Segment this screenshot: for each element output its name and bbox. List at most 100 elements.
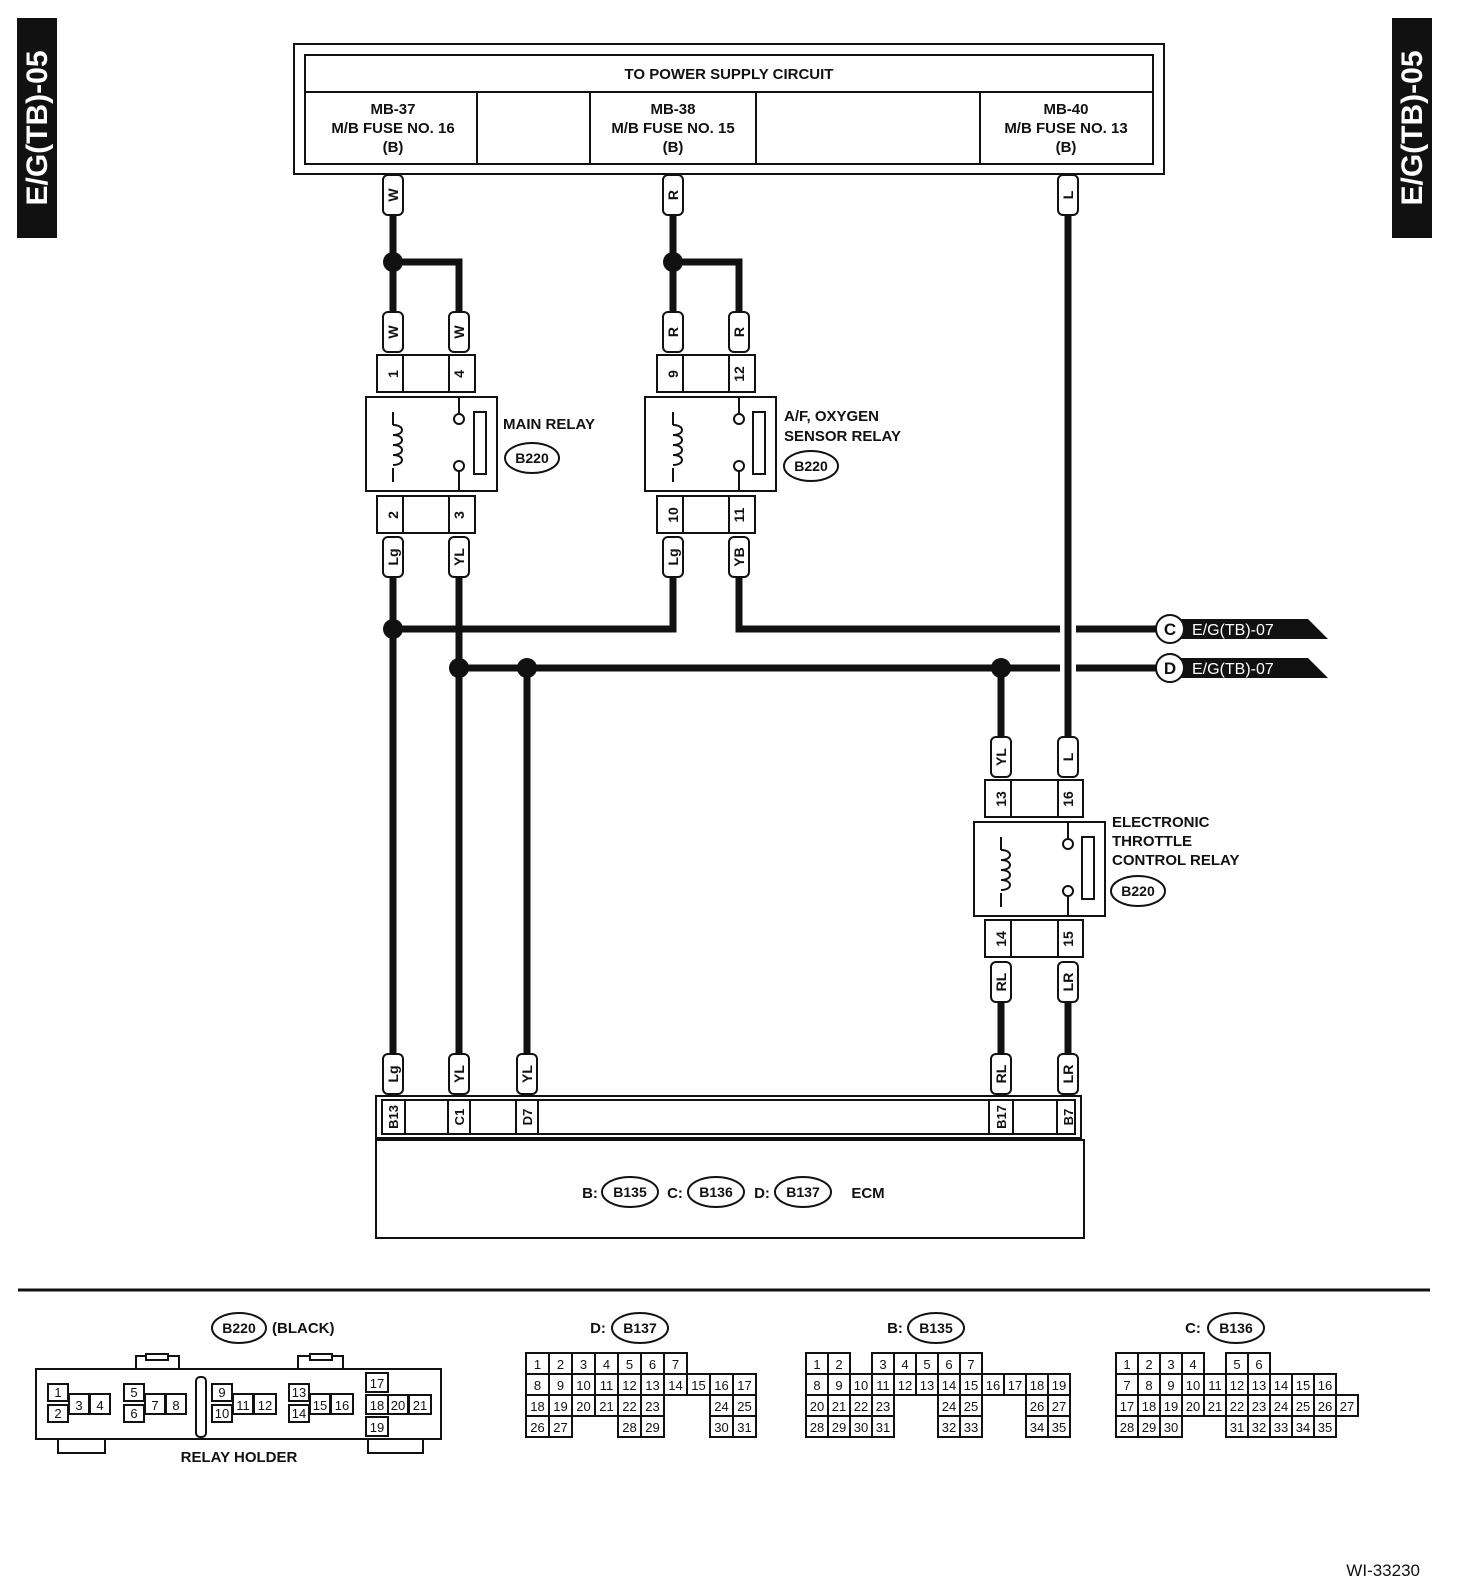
svg-text:RL: RL xyxy=(993,972,1009,991)
pin-cell xyxy=(1335,1394,1359,1417)
wire-tag-yl-ecm-c1: YL xyxy=(448,1053,470,1095)
ref-d: D E/G(TB)-07 xyxy=(1155,653,1328,683)
pin-number: 31 xyxy=(737,1420,751,1435)
svg-text:Lg: Lg xyxy=(665,548,681,565)
relay-holder-pin: 18 xyxy=(370,1398,384,1413)
wire-tag-rl-pin14: RL xyxy=(990,961,1012,1003)
pin-number: 21 xyxy=(599,1399,613,1414)
pin-number: 20 xyxy=(810,1399,824,1414)
junction-dots xyxy=(383,252,1011,678)
pin-number: 12 xyxy=(1230,1378,1244,1393)
pin-number: 23 xyxy=(876,1399,890,1414)
relay-holder-cell xyxy=(211,1383,233,1402)
wire-tag-r-top: R xyxy=(662,174,684,216)
svg-text:C:: C: xyxy=(1185,1320,1201,1337)
pin-number: 16 xyxy=(714,1378,728,1393)
pin-number: 29 xyxy=(645,1420,659,1435)
pin-number: 26 xyxy=(1318,1399,1332,1414)
pin-number: 21 xyxy=(832,1399,846,1414)
pin-number: 4 xyxy=(603,1357,610,1372)
pin-number: 1 xyxy=(1123,1357,1130,1372)
pin-number: 32 xyxy=(942,1420,956,1435)
relay-holder-pin: 6 xyxy=(130,1406,137,1421)
pin-number: 13 xyxy=(920,1378,934,1393)
wire-tag-r-pin9: R xyxy=(662,311,684,353)
pin-number: 6 xyxy=(945,1357,952,1372)
pin-number: 12 xyxy=(622,1378,636,1393)
svg-text:Lg: Lg xyxy=(385,1065,401,1082)
pin-number: 11 xyxy=(876,1378,890,1393)
wire-tag-r-pin12: R xyxy=(728,311,750,353)
etc-relay-label-1: ELECTRONIC xyxy=(1112,814,1210,831)
pin-number: 4 xyxy=(1189,1357,1196,1372)
wire-tag-w-top: W xyxy=(382,174,404,216)
svg-text:YL: YL xyxy=(451,1065,467,1083)
fuse-13-label: M/B FUSE NO. 13 xyxy=(1004,120,1127,137)
pin-number: 23 xyxy=(645,1399,659,1414)
pin-number: 28 xyxy=(1120,1420,1134,1435)
ecm-pin-b17: B17 xyxy=(994,1105,1009,1129)
ecm-pin-b13: B13 xyxy=(386,1105,401,1129)
pin-number: 11 xyxy=(1208,1378,1222,1393)
ecm-pin-d7: D7 xyxy=(520,1109,535,1126)
pin-number: 22 xyxy=(1230,1399,1244,1414)
pin-label: 1 xyxy=(385,370,401,378)
pin-number: 9 xyxy=(835,1378,842,1393)
svg-text:R: R xyxy=(665,327,681,337)
ref-c-text: E/G(TB)-07 xyxy=(1192,622,1274,639)
svg-text:L: L xyxy=(1060,190,1076,199)
ecm-conn-b137: B137 xyxy=(786,1184,820,1200)
pin-label: 3 xyxy=(451,511,467,519)
pin-label: 9 xyxy=(665,370,681,378)
pin-number: 35 xyxy=(1052,1420,1066,1435)
ref-c: C E/G(TB)-07 xyxy=(1155,614,1328,644)
relay-holder-connector: B220 xyxy=(222,1320,256,1336)
wire-tag-lg-ecm: Lg xyxy=(382,1053,404,1095)
pin-number: 5 xyxy=(626,1357,633,1372)
pin-number: 17 xyxy=(1120,1399,1134,1414)
pin-number: 20 xyxy=(1186,1399,1200,1414)
pin-number: 18 xyxy=(1142,1399,1156,1414)
pin-number: 25 xyxy=(737,1399,751,1414)
relay-holder-pin: 3 xyxy=(75,1398,82,1413)
main-relay-label: MAIN RELAY xyxy=(503,416,595,433)
relay-holder-cell xyxy=(123,1383,145,1402)
svg-text:W: W xyxy=(385,188,401,202)
svg-text:YB: YB xyxy=(731,547,747,566)
etc-relay-connector: B220 xyxy=(1121,883,1155,899)
pin-cell xyxy=(640,1415,665,1438)
pin-number: 15 xyxy=(691,1378,705,1393)
relay-holder-label: RELAY HOLDER xyxy=(181,1449,298,1466)
af-relay-label-1: A/F, OXYGEN xyxy=(784,408,879,425)
svg-text:R: R xyxy=(665,190,681,200)
pin-number: 19 xyxy=(553,1399,567,1414)
pin-label: 11 xyxy=(731,507,747,522)
pin-cell xyxy=(1047,1415,1071,1438)
pin-cell xyxy=(959,1415,983,1438)
pin-number: 1 xyxy=(534,1357,541,1372)
relay-holder-cell xyxy=(365,1416,389,1437)
wire-tag-lr-ecm: LR xyxy=(1057,1053,1079,1095)
coil-icon xyxy=(392,424,403,466)
pin-number: 2 xyxy=(835,1357,842,1372)
relay-holder-pin: 2 xyxy=(54,1406,61,1421)
wire-tag-w-pin1: W xyxy=(382,311,404,353)
wire-tag-rl-ecm: RL xyxy=(990,1053,1012,1095)
pin-cell xyxy=(1159,1415,1183,1438)
relay-holder-pin: 16 xyxy=(335,1398,349,1413)
relay-holder-cell xyxy=(165,1393,187,1415)
pin-number: 2 xyxy=(1145,1357,1152,1372)
pin-number: 15 xyxy=(964,1378,978,1393)
relay-holder-cell xyxy=(89,1393,111,1415)
pin-number: 18 xyxy=(1030,1378,1044,1393)
pin-number: 34 xyxy=(1296,1420,1310,1435)
pin-number: 32 xyxy=(1252,1420,1266,1435)
pin-number: 33 xyxy=(1274,1420,1288,1435)
pin-number: 30 xyxy=(714,1420,728,1435)
relay-holder-cell xyxy=(365,1372,389,1393)
fuse-13-color: (B) xyxy=(1056,139,1077,156)
fuse-15-color: (B) xyxy=(663,139,684,156)
pin-cell xyxy=(1313,1415,1337,1438)
wire-tag-yb-pin11: YB xyxy=(728,536,750,578)
